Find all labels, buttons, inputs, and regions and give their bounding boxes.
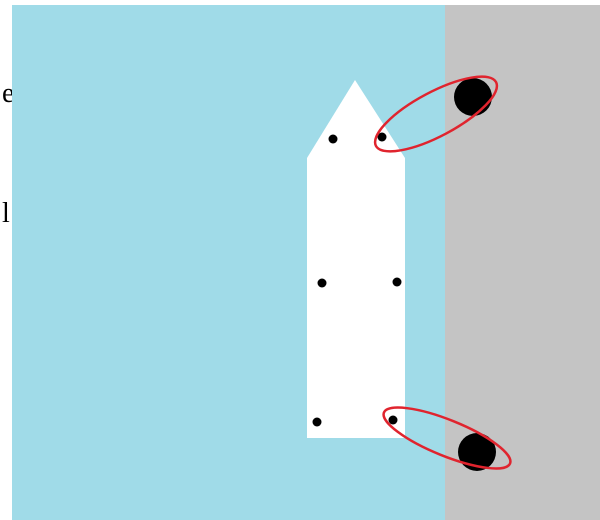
boat-cleat-bow-right	[377, 132, 387, 142]
boat-hull	[307, 80, 405, 438]
cropped-text-fragment-1: e	[2, 78, 15, 109]
boat-cleat-stern-right	[388, 415, 398, 425]
boat-cleat-stern-left	[312, 417, 322, 427]
cropped-text-fragment-2: l	[2, 198, 10, 229]
boat-cleat-bow-left	[328, 134, 338, 144]
boat-cleat-mid-left	[317, 278, 327, 288]
boat-cleat-mid-right	[392, 277, 402, 287]
dock-bollard-top	[454, 78, 492, 116]
highlight-oval-stern	[382, 406, 512, 470]
dock-bollard-bottom	[458, 433, 496, 471]
highlight-oval-bow	[373, 75, 499, 153]
